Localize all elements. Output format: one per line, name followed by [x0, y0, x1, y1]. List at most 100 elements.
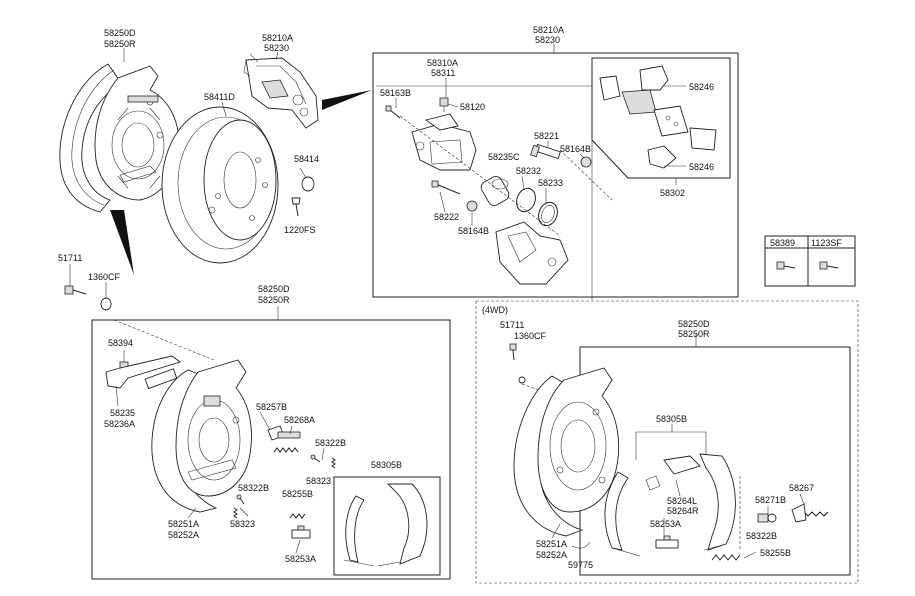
washer-1360cf-left	[100, 282, 112, 311]
brake-disc	[161, 106, 279, 264]
shoe-box-58305b	[333, 476, 441, 576]
label-fwd-58255: 58255B	[760, 548, 791, 558]
label-caliper-58310-2: 58311	[431, 68, 455, 78]
label-lever-58235-2: 58236A	[104, 419, 135, 429]
label-shoe-58305: 58305B	[371, 460, 402, 470]
label-caliper-58310-1: 58310A	[427, 58, 458, 68]
label-fwd-58322: 58322B	[746, 531, 777, 541]
label-boot-58164-top: 58164B	[560, 144, 591, 154]
label-fwd-58271: 58271B	[755, 495, 786, 505]
label-caliper-top-2: 58230	[264, 43, 289, 53]
bolt-icon-1123sf	[819, 261, 839, 270]
guide-pin-58221	[530, 143, 561, 160]
label-pin-58322b: 58322B	[315, 438, 346, 448]
adjuster-58253a	[291, 525, 311, 539]
pin-58322b-2	[236, 494, 245, 505]
label-adj-58253: 58253A	[285, 554, 316, 564]
label-lever-58235-1: 58235	[110, 408, 135, 418]
label-clip-58246-b: 58246	[689, 162, 714, 172]
caliper-body	[411, 113, 477, 171]
bolt-51711-left	[64, 264, 87, 295]
label-spring-58323: 58323	[306, 476, 331, 486]
piston-58235c	[480, 175, 510, 207]
label-box-caliper-1: 58210A	[533, 25, 564, 35]
fwd-brake-shoes	[604, 453, 736, 557]
plug-58414	[299, 167, 315, 192]
label-plate-58251-2: 58252A	[168, 530, 199, 540]
label-caliper-top-1: 58210A	[262, 33, 293, 43]
label-spring-58268: 58268A	[284, 415, 315, 425]
fwd-lever-58264	[645, 455, 701, 491]
caliper-detail-box	[372, 52, 739, 298]
fwd-spring-58255b	[711, 554, 741, 561]
fwd-box	[475, 300, 859, 584]
label-bolt-1220: 1220FS	[284, 225, 316, 235]
labels: 58250D 58250R 58210A 58230 58411D 58414 …	[58, 25, 842, 570]
label-bleed-58163: 58163B	[380, 88, 411, 98]
lever-58235	[105, 355, 181, 390]
label-fwd-title-2: 58250R	[678, 329, 710, 339]
label-plug: 58414	[294, 154, 319, 164]
label-ring-58233: 58233	[538, 178, 563, 188]
brake-shoes-58305b	[343, 483, 428, 567]
pointer-caliper	[322, 90, 372, 110]
spring-58323-2	[233, 507, 238, 519]
label-spring-58323-2: 58323	[230, 519, 255, 529]
ring-58233	[538, 201, 558, 227]
fwd-bolt-51711	[509, 343, 517, 361]
label-box2-title-2: 58250R	[258, 295, 290, 305]
pin-58322b	[310, 454, 321, 463]
label-disc: 58411D	[204, 92, 235, 102]
label-bolt-58222: 58222	[434, 212, 459, 222]
label-fwd-58267: 58267	[789, 483, 814, 493]
fwd-backing-plate	[513, 367, 620, 537]
label-washer-1360: 1360CF	[88, 272, 121, 282]
label-box2-title-1: 58250D	[258, 284, 290, 294]
caliper-bracket	[495, 221, 569, 285]
label-table-h2: 1123SF	[811, 238, 842, 248]
label-fwd-58251-1: 58251A	[536, 539, 567, 549]
label-cap-58120: 58120	[460, 102, 485, 112]
label-bolt-51711: 51711	[58, 253, 82, 263]
fwd-washer-1360cf	[518, 376, 526, 384]
caliper-assembly-top	[243, 53, 319, 129]
label-fwd-58253: 58253A	[650, 519, 681, 529]
label-fwd-tag: (4WD)	[482, 305, 508, 315]
bleeder-58163	[385, 105, 401, 119]
label-cup-58255: 58255B	[282, 489, 313, 499]
fwd-adjuster-58253a	[655, 535, 679, 549]
label-fwd-58305: 58305B	[656, 414, 687, 424]
fwd-pin-59775	[571, 541, 591, 549]
backing-plate-58251	[151, 359, 252, 513]
adjuster-58257b	[267, 425, 301, 441]
boot-58164-top	[580, 156, 592, 168]
fwd-pin-58322b	[757, 513, 777, 523]
fwd-spring-58267	[791, 503, 829, 523]
label-spring-58394: 58394	[108, 338, 133, 348]
label-fwd-title-1: 58250D	[678, 319, 710, 329]
label-table-h1: 58389	[770, 238, 795, 248]
label-fwd-58251-2: 58252A	[536, 550, 567, 560]
spring-58268a	[273, 447, 299, 453]
label-fwd-58264-1: 58264L	[667, 496, 697, 506]
bolt-1220fs	[291, 197, 301, 217]
label-seal-58232: 58232	[516, 166, 541, 176]
cup-58255b	[289, 513, 306, 519]
label-fwd-1360: 1360CF	[514, 331, 547, 341]
label-fwd-58264-2: 58264R	[667, 506, 699, 516]
bolt-icon-58389	[776, 261, 796, 270]
label-fwd-59775: 59775	[568, 560, 593, 570]
pointer-shield	[110, 210, 134, 275]
label-pad-58302: 58302	[660, 188, 685, 198]
label-tl-shield-1: 58250D	[104, 28, 136, 38]
bolt-58222	[431, 180, 461, 195]
label-adj-58257: 58257B	[256, 402, 287, 412]
label-piston-58235: 58235C	[488, 152, 520, 162]
pad-58302-parts	[599, 65, 717, 169]
label-boot-58164-bot: 58164B	[458, 226, 489, 236]
label-fwd-51711: 51711	[500, 320, 524, 330]
cap-58120	[439, 97, 449, 112]
parking-brake-box	[91, 319, 451, 580]
label-tl-shield-2: 58250R	[104, 39, 136, 49]
